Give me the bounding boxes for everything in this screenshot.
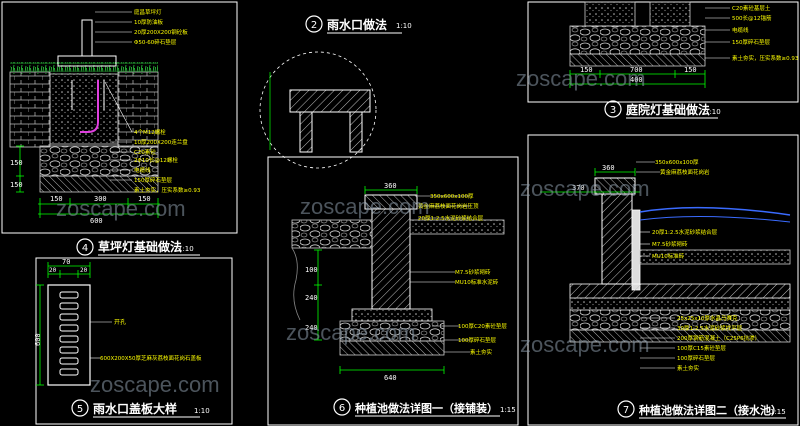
dim6-3: 240	[305, 324, 318, 332]
note7-1: 黄金麻荔枝面花岗岩	[660, 168, 710, 176]
note7-8: 100厚C15素砼垫层	[677, 344, 726, 352]
note6-6: 100厚碎石垫层	[458, 336, 496, 344]
panel-7-scale: 1:15	[770, 408, 786, 416]
note4-0: 庭昌草坪灯	[134, 8, 162, 16]
dim7-1: 370	[572, 184, 585, 192]
watermarks: zoscape.com zoscape.com zoscape.com zosc…	[56, 66, 650, 397]
panel-2-title-block: 2 雨水口做法 1:10	[305, 15, 412, 34]
note5-1: 600X200X50厚芝麻灰荔枝面花岗石盖板	[100, 354, 202, 362]
watermark-5: zoscape.com	[286, 320, 416, 345]
note3-0: C20素砼基层土	[732, 4, 771, 12]
panel-5-number: 5	[77, 404, 83, 415]
panel-2-rain-inlet: 2 雨水口做法 1:10	[259, 15, 412, 169]
dim4-1: 300	[94, 195, 107, 203]
watermark-3: zoscape.com	[300, 194, 430, 219]
note6-3: M7.5砂浆砌砖	[455, 268, 491, 276]
note4-4: 4个M12螺栓	[134, 128, 166, 136]
watermark-2: zoscape.com	[56, 196, 186, 221]
panel-2-scale: 1:10	[396, 22, 412, 30]
dim5-3: 600	[34, 333, 42, 346]
dim4-4: 150	[10, 159, 23, 167]
panel-4-number: 4	[82, 243, 88, 254]
panel-6-title: 种植池做法详图一（接铺装）	[354, 401, 498, 415]
panel-6-planting-pit-1: 360 100 240 240 640 350x600x100厚 黄金麻荔枝面花…	[267, 156, 519, 426]
dim4-3: 600	[90, 217, 103, 225]
panel-4-lawn-lamp: 150 300 150 600 150 150 庭昌草坪灯 10厚防油板 20厚…	[1, 1, 238, 256]
note7-6: 30厚1:2.5水泥砂浆找平层	[677, 324, 743, 332]
dim4-2: 150	[138, 195, 151, 203]
dim6-0: 360	[384, 182, 397, 190]
note4-10: 素土夯实，压实系数≥0.93	[134, 186, 201, 194]
panel-7-planting-pit-2: 360 370 350x600x100厚 黄金麻荔枝面花岗岩 20厚1:2.5水…	[527, 134, 799, 426]
dim3-2: 150	[684, 66, 697, 74]
dim6-4: 640	[384, 374, 397, 382]
watermark-6: zoscape.com	[520, 332, 650, 357]
dim3-0: 150	[580, 66, 593, 74]
dim3-1: 700	[630, 66, 643, 74]
watermark-4: zoscape.com	[520, 176, 650, 201]
note4-8: 电缆线	[134, 166, 151, 174]
panel-4-number-circle	[76, 238, 94, 256]
panel-7-number: 7	[623, 405, 629, 416]
panel-3-courtyard-lamp: 150 700 150 400 C20素砼基层土 500长@12锚筋 电缆线 1…	[527, 1, 799, 119]
note5-0: 开孔	[114, 318, 126, 326]
note4-2: 20厚200X200钢砼板	[134, 28, 188, 36]
panel-7-title: 种植池做法详图二（接水池）	[638, 403, 782, 417]
note7-9: 100厚碎石垫层	[677, 354, 715, 362]
dim6-2: 240	[305, 294, 318, 302]
panel-5-cover-plate: 70 20 20 600 开孔 600X200X50厚芝麻灰荔枝面花岗石盖板 5…	[34, 257, 233, 425]
note4-1: 10厚防油板	[134, 18, 163, 26]
note6-1: 黄金麻荔枝面花岗岩压顶	[418, 202, 479, 210]
dim5-0: 70	[62, 258, 70, 266]
note7-3: M7.5砂浆砌砖	[652, 240, 688, 248]
note7-7: 200厚钢筋混凝土（C25P6抗渗）	[677, 334, 760, 342]
dim3-3: 400	[630, 76, 643, 84]
note7-10: 素土夯实	[677, 364, 700, 372]
watermark-7: zoscape.com	[90, 372, 220, 397]
note7-5: 25x25x10厚水晶马赛克	[677, 314, 738, 322]
panel-2-number: 2	[311, 20, 317, 31]
panel-2-title: 雨水口做法	[327, 17, 387, 32]
note4-5: 10厚200X200连兰盘	[134, 138, 188, 146]
note6-0: 350x600x100厚	[430, 193, 474, 200]
dim6-1: 100	[305, 266, 318, 274]
panel-5-title: 雨水口盖板大样	[93, 401, 177, 416]
note7-0: 350x600x100厚	[655, 159, 699, 166]
note3-1: 500长@12锚筋	[732, 14, 772, 22]
panel-6-scale: 1:15	[500, 406, 516, 414]
dim5-1: 20	[49, 267, 57, 274]
panel-3-number: 3	[610, 105, 616, 116]
dim5-2: 20	[80, 267, 88, 274]
note4-3: Φ50-60碎石垫层	[134, 38, 177, 46]
watermark-1: zoscape.com	[516, 66, 646, 91]
note3-2: 电缆线	[732, 26, 749, 34]
note4-7: 2Φ10长@12螺栓	[134, 156, 178, 164]
note6-2: 20厚1:2.5水泥砂浆结合层	[418, 214, 484, 222]
dim4-0: 150	[50, 195, 63, 203]
note6-4: MU10标准水泥砖	[455, 278, 499, 286]
dim4-5: 150	[10, 181, 23, 189]
note7-2: 20厚1:2.5水泥砂浆结合层	[652, 228, 718, 236]
panel-6-number: 6	[339, 403, 345, 414]
note6-5: 100厚C20素砼垫层	[458, 322, 507, 330]
panel-4-title: 草坪灯基础做法	[98, 239, 182, 254]
note4-6: C20素砼	[134, 148, 156, 156]
note4-9: 150厚碎石垫层	[134, 176, 172, 184]
dim7-0: 360	[602, 164, 615, 172]
note3-3: 150厚碎石垫层	[732, 38, 770, 46]
panel-3-title: 庭院灯基础做法	[626, 102, 710, 117]
note6-7: 素土夯实	[470, 348, 493, 356]
panel-3-scale: 1:10	[705, 108, 721, 116]
note7-4: MU10标准砖	[652, 252, 685, 260]
note3-4: 素土夯实，压实系数≥0.93	[732, 54, 799, 62]
panel-5-scale: 1:10	[194, 407, 210, 415]
panel-4-scale: 1:10	[178, 245, 194, 253]
